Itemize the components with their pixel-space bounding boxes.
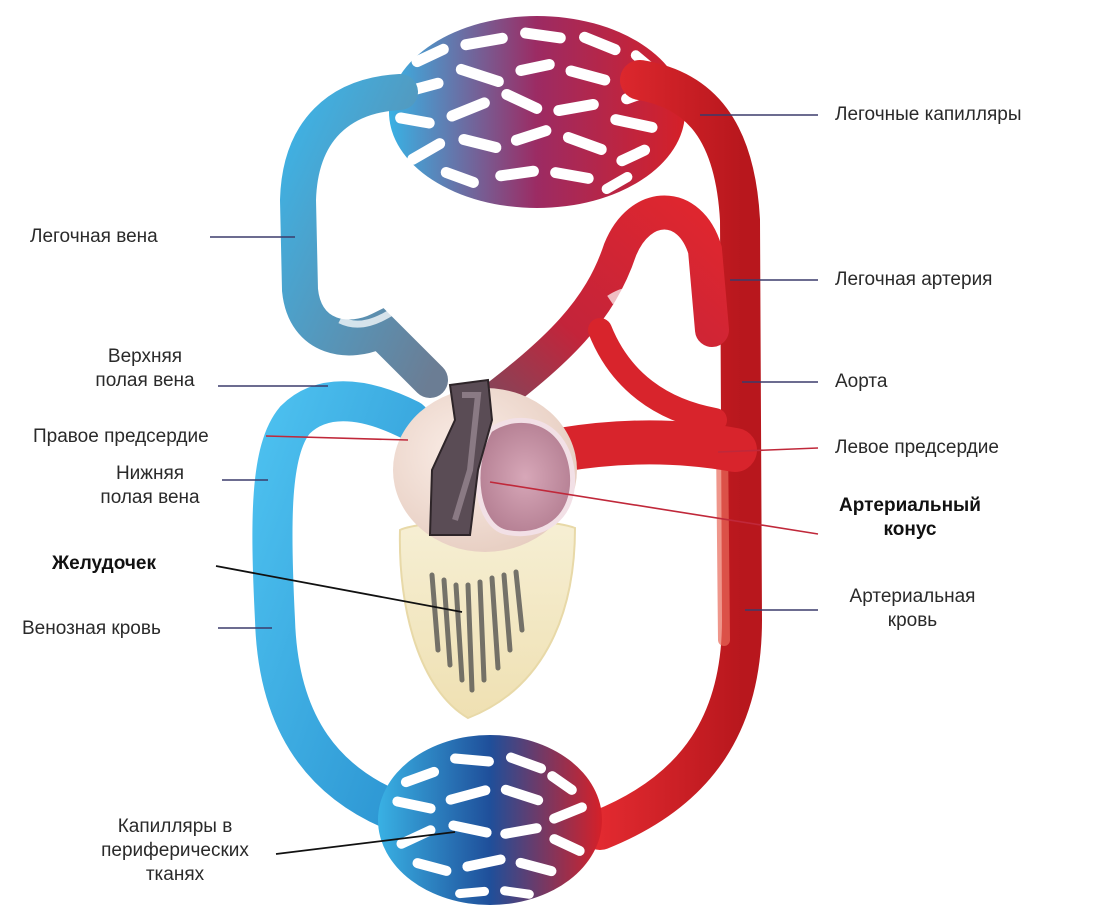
label-pulmonary-artery: Легочная артерия <box>835 268 992 292</box>
label-right-atrium: Правое предсердие <box>33 425 209 449</box>
label-inferior-vena-cava-line1: Нижняя <box>70 462 230 486</box>
label-arterial-cone-line1: Артериальный <box>800 494 1020 518</box>
label-superior-vena-cava-line2: полая вена <box>70 369 220 393</box>
pulmonary-capillary-bed <box>389 16 685 208</box>
label-ventricle: Желудочек <box>52 552 156 576</box>
label-arterial-blood-line2: кровь <box>820 609 1005 633</box>
label-peripheral-capillaries-line1: Капилляры в <box>80 815 270 839</box>
label-aorta: Аорта <box>835 370 887 394</box>
left-atrium-vessel <box>560 443 735 451</box>
pulmonary-artery-vessel <box>480 213 715 421</box>
label-arterial-cone-line2: конус <box>800 518 1020 542</box>
label-peripheral-capillaries-line2: периферических <box>80 839 270 863</box>
label-left-atrium: Левое предсердие <box>835 436 999 460</box>
label-inferior-vena-cava-line2: полая вена <box>70 486 230 510</box>
label-superior-vena-cava: Верхняя полая вена <box>70 345 220 393</box>
arterial-cone-shape <box>478 420 573 533</box>
label-arterial-cone: Артериальный конус <box>800 494 1020 542</box>
label-arterial-blood: Артериальная кровь <box>820 585 1005 633</box>
label-inferior-vena-cava: Нижняя полая вена <box>70 462 230 510</box>
peripheral-capillary-bed <box>378 735 602 905</box>
label-peripheral-capillaries-line3: тканях <box>80 863 270 887</box>
heart <box>393 380 577 718</box>
label-venous-blood: Венозная кровь <box>22 617 161 641</box>
label-peripheral-capillaries: Капилляры в периферических тканях <box>80 815 270 886</box>
label-pulmonary-vein: Легочная вена <box>30 225 158 249</box>
label-superior-vena-cava-line1: Верхняя <box>70 345 220 369</box>
label-pulmonary-capillaries: Легочные капилляры <box>835 103 1021 127</box>
label-arterial-blood-line1: Артериальная <box>820 585 1005 609</box>
